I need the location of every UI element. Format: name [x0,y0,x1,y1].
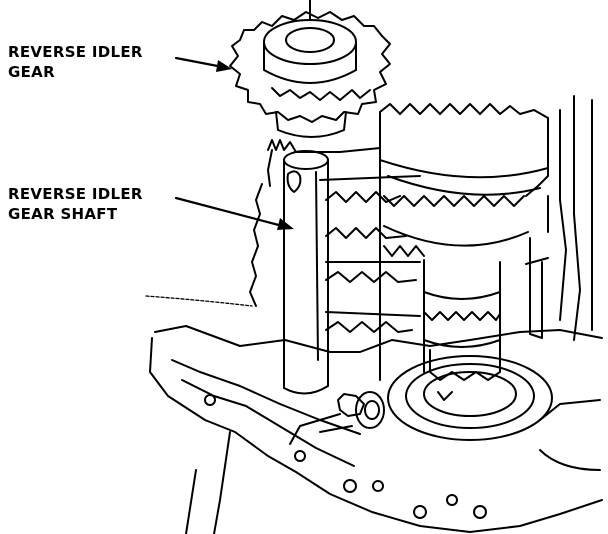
reverse-idler-gear-shaft-label: REVERSE IDLER GEAR SHAFT [8,184,143,224]
case-bolt [290,392,384,444]
reverse-idler-gear-shaft-label-line1: REVERSE IDLER [8,185,143,203]
case-bearing-seat [388,356,552,440]
transmission-case [150,326,602,534]
reverse-idler-gear-shaft-label-line2: GEAR SHAFT [8,205,118,223]
shaft-callout-arrow [176,198,290,228]
reverse-idler-gear-label-line1: REVERSE IDLER [8,43,143,61]
reverse-idler-gear-shaft [284,151,328,394]
gear-arrowhead [216,60,232,72]
reverse-idler-gear-label-line2: GEAR [8,63,55,81]
gear-cluster [250,96,592,400]
reverse-idler-gear [230,0,390,137]
shaft-arrowhead [277,218,294,230]
reverse-idler-gear-label: REVERSE IDLER GEAR [8,42,143,82]
reference-line [146,296,252,306]
